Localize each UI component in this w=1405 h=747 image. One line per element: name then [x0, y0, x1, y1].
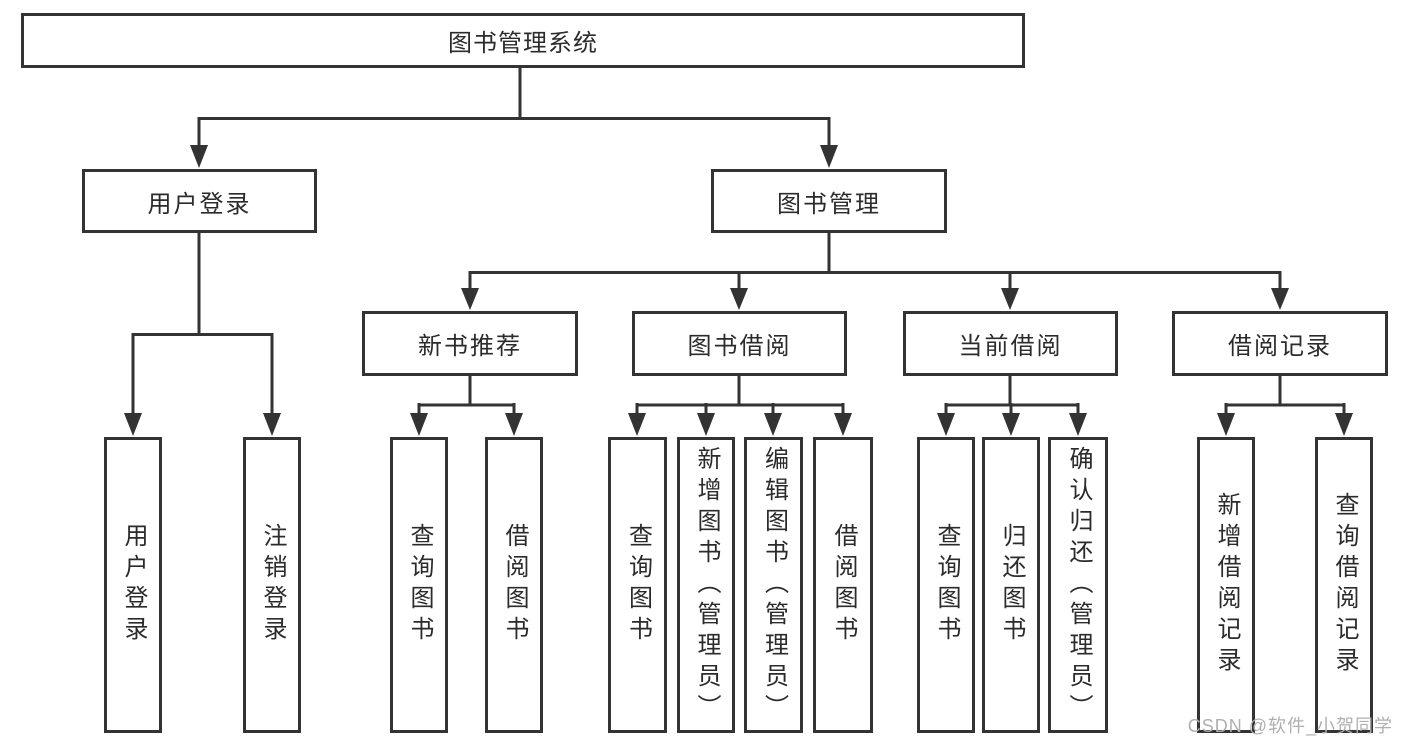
- leaf-current-confirm-return-admin: 确认归还（管理员）: [1048, 437, 1108, 733]
- leaf-recommend-borrow-book: 借阅图书: [485, 437, 543, 733]
- node-book-borrowing: 图书借阅: [632, 311, 847, 376]
- leaf-recommend-query-book: 查询图书: [390, 437, 448, 733]
- arrowhead-icon: [820, 145, 838, 168]
- arrowhead-icon: [697, 413, 715, 436]
- connector-strokes: [131, 68, 1346, 414]
- arrowhead-icon: [190, 145, 208, 168]
- arrowhead-icon: [461, 288, 479, 310]
- arrowhead-icon: [730, 288, 748, 310]
- node-book-management: 图书管理: [711, 169, 947, 233]
- node-new-book-recommendation: 新书推荐: [362, 311, 578, 376]
- arrowhead-icon: [764, 413, 782, 436]
- leaf-current-query-book: 查询图书: [917, 437, 975, 733]
- arrowhead-icon: [124, 413, 142, 436]
- arrowhead-icon: [1069, 413, 1087, 436]
- leaf-records-query-record: 查询借阅记录: [1315, 437, 1373, 733]
- leaf-borrowing-borrow-book: 借阅图书: [813, 437, 873, 733]
- arrowhead-icon: [1001, 288, 1019, 310]
- arrowhead-icon: [263, 413, 281, 436]
- arrowhead-icon: [834, 413, 852, 436]
- arrowheads: [124, 145, 1353, 436]
- arrowhead-icon: [1002, 413, 1020, 436]
- arrowhead-icon: [410, 413, 428, 436]
- arrowhead-icon: [628, 413, 646, 436]
- node-borrowing-records: 借阅记录: [1172, 311, 1388, 376]
- leaf-borrowing-edit-book-admin: 编辑图书（管理员）: [744, 437, 803, 733]
- node-current-borrowing: 当前借阅: [903, 311, 1118, 376]
- csdn-watermark: CSDN @软件_小贺同学: [1187, 716, 1393, 736]
- arrowhead-icon: [937, 413, 955, 436]
- node-user-login: 用户登录: [82, 169, 317, 233]
- leaf-user-login: 用户登录: [104, 437, 162, 733]
- arrowhead-icon: [1335, 413, 1353, 436]
- leaf-borrowing-query-book: 查询图书: [608, 437, 667, 733]
- arrowhead-icon: [1217, 413, 1235, 436]
- arrowhead-icon: [505, 413, 523, 436]
- node-root: 图书管理系统: [21, 13, 1025, 68]
- leaf-logout: 注销登录: [243, 437, 301, 733]
- leaf-borrowing-add-book-admin: 新增图书（管理员）: [677, 437, 735, 733]
- leaf-records-add-record: 新增借阅记录: [1197, 437, 1255, 733]
- leaf-current-return-book: 归还图书: [982, 437, 1040, 733]
- arrowhead-icon: [1271, 288, 1289, 310]
